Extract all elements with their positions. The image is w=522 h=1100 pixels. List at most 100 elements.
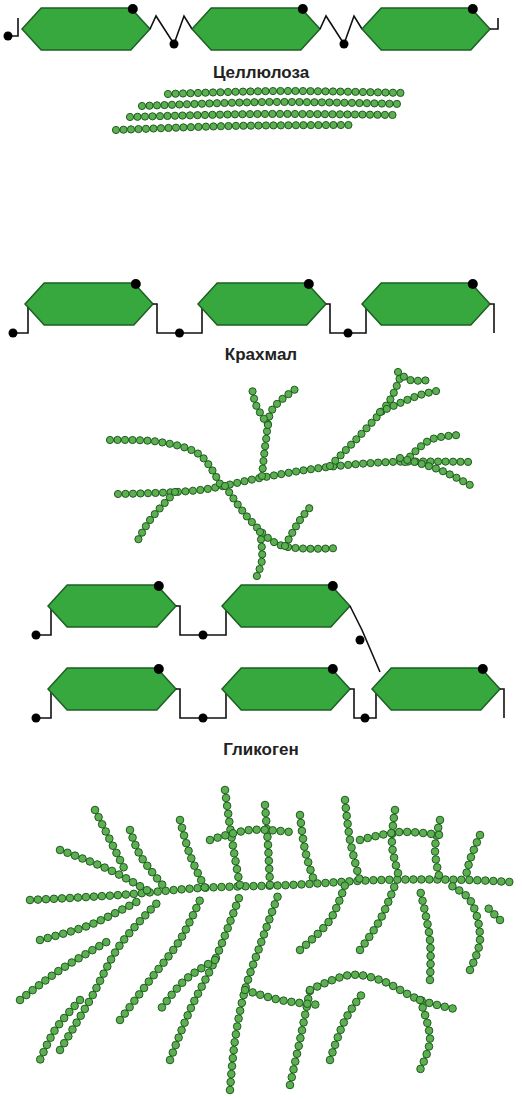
glucose-bead [418,876,426,884]
glucose-bead [332,904,340,912]
glucose-bead [435,831,443,839]
glucose-ring [22,8,150,50]
glucose-bead [249,989,257,997]
glucose-bead [202,123,209,130]
glucose-bead [356,875,364,883]
glucose-bead [390,854,398,862]
glucose-bead [60,1039,68,1047]
glucose-bead [226,883,234,891]
glucose-bead [476,928,484,936]
glucose-bead [365,933,373,941]
oxygen-dot [298,4,308,14]
glucose-bead [210,884,218,892]
glucose-bead [295,1042,303,1050]
glucose-bead [236,99,243,106]
glucose-bead [262,88,269,95]
glucose-bead [191,862,199,870]
glucose-bead [326,1056,334,1064]
glucose-bead [261,110,268,117]
glucose-bead [426,876,434,884]
glucose-bead [126,826,134,834]
glucose-bead [142,523,149,530]
glucose-bead [241,986,249,994]
glycosidic-bond [490,18,498,29]
oxygen-dot [356,636,365,645]
glucose-bead [98,821,106,829]
glucose-bead [244,976,252,984]
oxygen-dot [361,714,370,723]
glucose-bead [292,523,299,530]
glucose-bead [129,878,137,886]
oxygen-dot [304,279,314,289]
glucose-bead [360,460,367,467]
glucose-bead [304,858,312,866]
glucose-bead [236,1007,244,1015]
glucose-bead [233,865,241,873]
glucose-bead [150,125,157,132]
glucose-bead [66,894,74,902]
glucose-bead [505,878,513,886]
glucose-bead [467,853,475,861]
glucose-bead [348,844,356,852]
glucose-bead [47,1034,55,1042]
glucose-bead [141,113,148,120]
glucose-bead [111,909,119,917]
glucose-bead [300,467,307,474]
glucose-bead [382,979,390,987]
glucose-bead [397,399,404,406]
glucose-bead [256,565,263,572]
glucose-bead [103,963,111,971]
oxygen-dot [154,581,164,591]
glucose-bead [298,881,306,889]
glucose-bead [108,867,116,875]
glucose-bead [202,89,209,96]
glucose-bead [277,87,284,94]
glucose-bead [258,543,265,550]
glucose-bead [255,122,262,129]
glucose-bead [93,984,101,992]
glucose-bead [356,836,364,844]
glucose-bead [116,1016,124,1024]
glucose-bead [372,832,380,840]
glucose-bead [359,88,366,95]
glucose-bead [343,972,351,980]
glucose-bead [64,849,72,857]
glucose-bead [213,473,220,480]
glucose-bead [330,879,338,887]
glucose-bead [453,474,460,481]
glucose-bead [396,986,404,994]
glucose-bead [130,890,138,898]
glucose-bead [91,806,99,814]
glucose-bead [159,439,166,446]
glucose-bead [187,1004,195,1012]
glucose-bead [86,858,94,866]
glucose-bead [424,920,432,928]
glucose-bead [330,121,337,128]
glucose-bead [126,902,134,910]
glucose-bead [370,876,378,884]
glucose-bead [230,1046,238,1054]
glucose-ring [362,283,490,325]
glucose-bead [34,896,42,904]
glucose-bead [346,836,354,844]
glucose-bead [281,98,288,105]
glucose-bead [235,894,243,902]
glucose-bead [188,446,195,453]
glucose-bead [288,1073,296,1081]
glucose-bead [270,472,277,479]
glucose-bead [98,892,106,900]
glucose-bead [374,459,381,466]
glucose-bead [226,818,234,826]
glucose-bead [288,998,296,1006]
glucose-bead [135,536,142,543]
glucose-bead [77,1012,85,1020]
glucose-bead [476,936,484,944]
glucose-bead [55,1020,63,1028]
oxygen-dot [32,714,41,723]
glucose-bead [180,124,187,131]
glucose-bead [378,913,386,921]
glucose-bead [260,457,267,464]
glucose-bead [26,896,34,904]
glucose-bead [145,978,153,986]
glucose-bead [322,88,329,95]
